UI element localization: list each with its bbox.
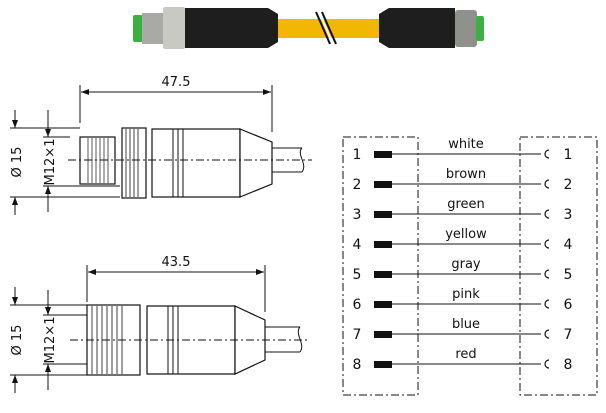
wire-row: 1 1 white	[353, 137, 573, 163]
left-pin-number: 4	[353, 237, 362, 253]
male-diameter-label: Ø 15	[10, 147, 25, 178]
female-housing	[379, 8, 455, 48]
female-diameter-label: Ø 15	[10, 325, 25, 356]
male-connector-drawing: 47.5 Ø 15 M12×1	[10, 75, 312, 215]
female-length-label: 43.5	[162, 255, 191, 270]
wire-row: 5 5 gray	[353, 257, 573, 283]
left-pin-number: 1	[353, 147, 362, 163]
female-socket-icon	[544, 209, 550, 219]
wiring-diagram: 1 1 white 2 2 brown 3 3 green 4 4 yellow 5 5 gray 6 6 pin…	[342, 136, 598, 396]
male-housing	[185, 8, 278, 48]
wire-row: 7 7 blue	[353, 317, 573, 343]
left-pin-number: 3	[353, 207, 362, 223]
right-pin-number: 7	[564, 327, 573, 343]
left-connector-box	[342, 136, 419, 396]
male-pin-icon	[374, 271, 392, 278]
wire-color-label: red	[455, 347, 476, 362]
male-thread-label: M12×1	[43, 139, 58, 186]
wire-color-label: brown	[446, 167, 486, 182]
male-pin-icon	[374, 151, 392, 158]
female-connector-drawing: 43.5 Ø 15 M12×1	[10, 255, 310, 393]
female-socket-icon	[544, 359, 550, 369]
left-pin-number: 2	[353, 177, 362, 193]
right-pin-number: 2	[564, 177, 573, 193]
right-pin-number: 8	[564, 357, 573, 373]
male-pin-icon	[374, 331, 392, 338]
wire-color-label: white	[448, 137, 484, 152]
right-pin-number: 1	[564, 147, 573, 163]
wire-row: 2 2 brown	[353, 167, 573, 193]
wire-row: 6 6 pink	[353, 287, 573, 313]
wire-row: 4 4 yellow	[353, 227, 573, 253]
male-pin-icon	[374, 361, 392, 368]
female-socket-icon	[544, 179, 550, 189]
wire-row: 3 3 green	[353, 197, 573, 223]
left-pin-number: 8	[353, 357, 362, 373]
male-pin-icon	[374, 211, 392, 218]
wire-row: 8 8 red	[353, 347, 573, 373]
wire-color-label: gray	[451, 257, 481, 272]
wire-color-label: green	[447, 197, 485, 212]
female-socket-icon	[544, 149, 550, 159]
left-pin-number: 6	[353, 297, 362, 313]
female-nut	[455, 10, 477, 47]
left-pin-number: 5	[353, 267, 362, 283]
wire-color-label: blue	[452, 317, 480, 332]
female-socket-icon	[544, 299, 550, 309]
right-connector-box	[519, 136, 598, 396]
male-length-label: 47.5	[162, 75, 191, 90]
male-pin-icon	[374, 181, 392, 188]
female-socket-icon	[544, 329, 550, 339]
left-pin-number: 7	[353, 327, 362, 343]
right-pin-number: 4	[564, 237, 573, 253]
male-tip	[133, 15, 143, 42]
female-socket-icon	[544, 269, 550, 279]
female-thread-label: M12×1	[43, 317, 58, 364]
male-pin-icon	[374, 301, 392, 308]
right-pin-number: 3	[564, 207, 573, 223]
right-pin-number: 6	[564, 297, 573, 313]
product-photo	[133, 7, 484, 49]
male-pin-icon	[374, 241, 392, 248]
female-socket-icon	[544, 239, 550, 249]
wire-color-label: pink	[452, 287, 480, 302]
wire-color-label: yellow	[445, 227, 487, 242]
break-mark	[315, 11, 331, 45]
right-pin-number: 5	[564, 267, 573, 283]
